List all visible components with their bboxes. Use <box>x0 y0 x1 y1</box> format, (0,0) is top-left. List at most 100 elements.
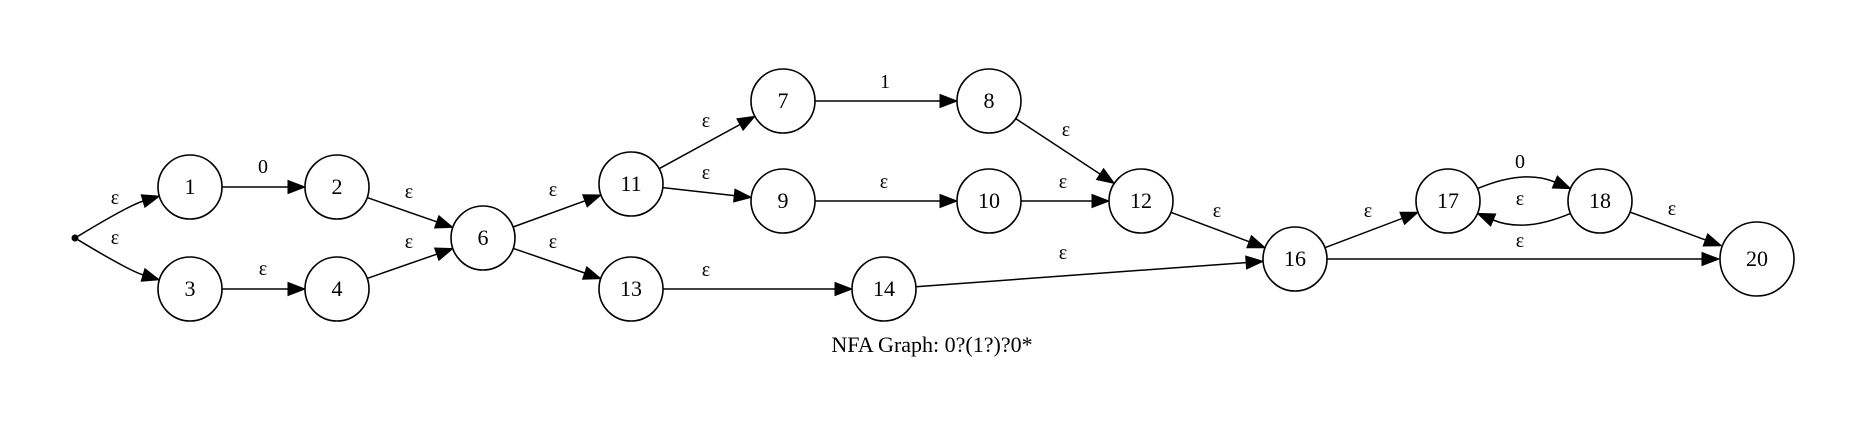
edge-label: ε <box>1516 188 1524 210</box>
edge-line <box>366 253 437 280</box>
state-3: 3 <box>157 256 223 322</box>
edge-3-4: ε <box>222 258 307 297</box>
state-label: 3 <box>185 276 196 301</box>
edge-12-16: ε <box>1170 200 1267 249</box>
edge-line <box>513 247 585 274</box>
edge-4-6: ε <box>366 231 455 280</box>
state-9: 9 <box>750 168 816 234</box>
arrowhead <box>581 194 603 208</box>
state-circle <box>1567 168 1633 234</box>
edge-label: ε <box>702 259 710 281</box>
edge-label: ε <box>1062 119 1070 141</box>
state-circle <box>157 256 223 322</box>
edge-label: ε <box>111 227 119 249</box>
arrowhead <box>1399 211 1420 226</box>
edge-label: ε <box>549 231 557 253</box>
arrowhead <box>1702 232 1723 247</box>
state-circle <box>598 151 664 217</box>
edge-line <box>77 239 144 276</box>
edge-6-11: ε <box>512 179 603 228</box>
arrowhead <box>1246 234 1267 249</box>
state-label: 1 <box>185 174 196 199</box>
state-label: 7 <box>778 88 789 113</box>
state-17: 17 <box>1415 168 1481 234</box>
edge-6-13: ε <box>513 231 603 280</box>
state-12: 12 <box>1108 168 1174 234</box>
state-circle <box>1415 168 1481 234</box>
state-6: 6 <box>450 205 516 271</box>
edge-line <box>1015 117 1101 175</box>
state-4: 4 <box>304 256 370 322</box>
edge-label: ε <box>1668 198 1676 220</box>
edge-11-9: ε <box>662 162 753 203</box>
state-circle <box>157 154 223 220</box>
state-13: 13 <box>598 256 664 322</box>
arrowhead <box>433 214 455 229</box>
edge-label: ε <box>880 171 888 193</box>
state-circle <box>304 154 370 220</box>
edge-label: ε <box>1059 171 1067 193</box>
arrowhead <box>733 188 753 203</box>
edge-9-10: ε <box>815 171 959 209</box>
state-label: 16 <box>1284 246 1306 271</box>
state-label: 2 <box>332 174 343 199</box>
state-8: 8 <box>956 68 1022 134</box>
edge-10-12: ε <box>1021 171 1111 209</box>
arrowhead <box>1091 193 1111 209</box>
edge-18-20: ε <box>1629 198 1723 247</box>
edge-line <box>1477 176 1556 190</box>
state-2: 2 <box>304 154 370 220</box>
edge-7-8: 1 <box>814 71 959 109</box>
arrowhead <box>1245 255 1265 270</box>
edge-8-12: ε <box>1015 117 1116 185</box>
edge-label: ε <box>111 187 119 209</box>
state-7: 7 <box>750 68 816 134</box>
state-label: 11 <box>620 171 641 196</box>
edge-11-7: ε <box>658 110 757 170</box>
edge-label: ε <box>702 162 710 184</box>
arrowhead <box>939 193 959 209</box>
edge-18-17: ε <box>1476 188 1571 227</box>
edge-line <box>366 196 437 223</box>
state-label: 10 <box>978 188 1000 213</box>
arrowhead <box>287 281 307 297</box>
state-label: 4 <box>332 276 343 301</box>
state-circle <box>450 205 516 271</box>
state-circle <box>1262 226 1328 292</box>
state-11: 11 <box>598 151 664 217</box>
edge-line <box>512 200 586 228</box>
state-18: 18 <box>1567 168 1633 234</box>
edge-label: ε <box>1516 230 1524 252</box>
edge-line <box>77 200 144 237</box>
state-label: 14 <box>873 276 895 301</box>
state-label: 8 <box>984 88 995 113</box>
arrowhead <box>287 179 307 195</box>
state-circle <box>956 168 1022 234</box>
state-circle <box>304 256 370 322</box>
state-circle <box>1108 168 1174 234</box>
state-label: 9 <box>778 188 789 213</box>
state-20: 20 <box>1719 221 1795 297</box>
edge-2-6: ε <box>366 181 455 229</box>
state-14: 14 <box>851 256 917 322</box>
edge-line <box>658 123 741 170</box>
arrowhead <box>736 115 757 132</box>
edge-13-14: ε <box>663 259 854 297</box>
state-1: 1 <box>157 154 223 220</box>
edge-label: ε <box>702 110 710 132</box>
arrowhead <box>1476 212 1497 227</box>
state-label: 18 <box>1589 188 1611 213</box>
state-label: 6 <box>478 225 489 250</box>
edge-14-16: ε <box>915 242 1265 288</box>
edge-line <box>662 186 735 197</box>
arrowhead <box>433 247 455 262</box>
state-circle <box>750 68 816 134</box>
edge-line <box>1324 217 1403 249</box>
edge-label: ε <box>405 231 413 253</box>
edge-label: ε <box>549 179 557 201</box>
edge-16-20: ε <box>1327 230 1721 267</box>
state-label: 12 <box>1130 188 1152 213</box>
edge-label: ε <box>1213 200 1221 222</box>
state-circle <box>851 256 917 322</box>
state-circle <box>598 256 664 322</box>
